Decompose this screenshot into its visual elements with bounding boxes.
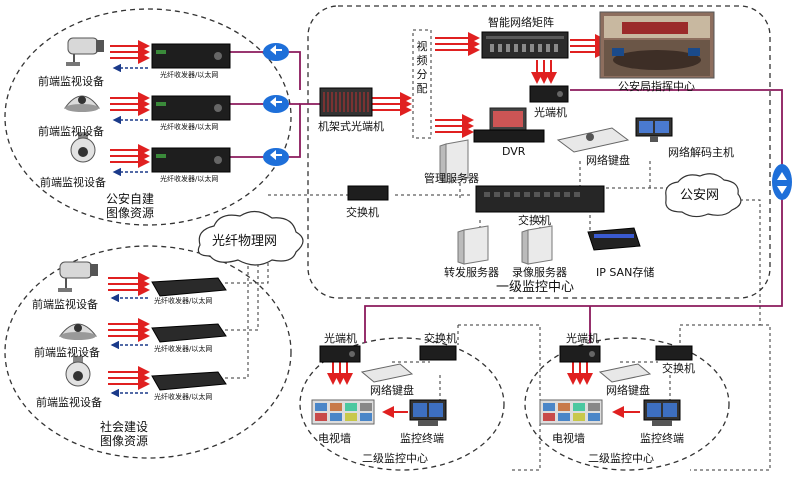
tv-wall-icon <box>311 399 375 425</box>
optical-terminal-icon <box>559 345 601 363</box>
management-server-icon <box>439 139 469 183</box>
level1-signal-arrows <box>372 32 607 138</box>
ptz-camera-icon <box>70 132 96 163</box>
ip-san-storage-icon <box>587 227 641 251</box>
front-device-label: 前端监视设备 <box>34 346 100 359</box>
fiber-transceiver-icon <box>151 147 231 173</box>
network-exchange-icon <box>263 43 289 61</box>
level2-center-title: 二级监控中心 <box>588 452 654 465</box>
record-server-icon <box>521 225 553 265</box>
network-keyboard-icon <box>360 363 414 383</box>
front-device-label: 前端监视设备 <box>38 125 104 138</box>
police-resource-title: 公安自建 <box>106 192 155 206</box>
police-resource-title: 图像资源 <box>106 206 155 220</box>
camera-icon <box>58 261 98 292</box>
command-center-label: 公安局指挥中心 <box>618 80 695 93</box>
dome-camera-icon <box>58 323 98 340</box>
network-exchange-icon <box>772 164 792 200</box>
monitor-terminal-icon <box>409 399 447 426</box>
command-center-photo <box>599 11 715 79</box>
social-resource-title: 图像资源 <box>100 434 149 448</box>
mgmt-server-label: 管理服务器 <box>424 172 479 185</box>
level1-center-title: 一级监控中心 <box>496 280 575 295</box>
tv-wall-icon <box>539 399 603 425</box>
video-distribution-label: 视频分配 <box>416 40 428 95</box>
dvr-label: DVR <box>502 145 526 158</box>
social-signal-arrows <box>108 272 150 398</box>
police-net-label: 公安网 <box>680 188 720 203</box>
rack-optical-label: 机架式光端机 <box>318 120 384 133</box>
tv-wall-label: 电视墙 <box>318 432 351 445</box>
ip-san-label: IP SAN存储 <box>596 266 655 279</box>
fiber-transceiver-icon <box>151 371 227 391</box>
matrix-label: 智能网络矩阵 <box>488 16 554 29</box>
transceiver-label: 光纤收发器/以太网 <box>160 175 219 183</box>
monitor-terminal-label: 监控终端 <box>640 432 684 445</box>
fiber-transceiver-icon <box>151 43 231 69</box>
monitor-terminal-icon <box>643 399 681 426</box>
forward-server-label: 转发服务器 <box>444 266 499 279</box>
main-switch-icon <box>475 185 605 213</box>
level2-signal-arrows <box>327 362 640 418</box>
switch-icon <box>419 345 457 361</box>
transceiver-label: 光纤收发器/以太网 <box>160 123 219 131</box>
switch-icon <box>655 345 693 361</box>
network-keyboard-icon <box>556 127 630 153</box>
front-device-label: 前端监视设备 <box>40 176 106 189</box>
video-distribution-box <box>412 29 432 139</box>
optical-terminal-label: 光端机 <box>324 332 357 345</box>
network-exchange-icon <box>263 95 289 113</box>
optical-terminal-icon <box>319 345 361 363</box>
net-keyboard-label: 网络键盘 <box>606 384 650 397</box>
camera-icon <box>66 37 104 66</box>
dvr-icon <box>473 107 545 143</box>
fiber-transceiver-icon <box>151 95 231 121</box>
net-keyboard-label: 网络键盘 <box>370 384 414 397</box>
optical-terminal-icon <box>529 85 569 103</box>
police-resource-region <box>4 8 292 226</box>
optical-terminal-label: 光端机 <box>566 332 599 345</box>
network-exchange-icon <box>263 148 289 166</box>
switch-label: 交换机 <box>662 362 695 375</box>
fiber-transceiver-icon <box>151 323 227 343</box>
switch-icon <box>347 185 389 201</box>
tv-wall-label: 电视墙 <box>552 432 585 445</box>
transceiver-label: 光纤收发器/以太网 <box>160 71 219 79</box>
police-net-cloud-icon <box>665 173 742 218</box>
net-decoder-label: 网络解码主机 <box>668 146 734 159</box>
record-server-label: 录像服务器 <box>512 266 567 279</box>
forward-server-icon <box>457 225 489 265</box>
transceiver-label: 光纤收发器/以太网 <box>154 345 213 353</box>
level2-center-region-right <box>524 337 730 471</box>
social-resource-title: 社会建设 <box>100 420 149 434</box>
fiber-network-label: 光纤物理网 <box>212 234 278 249</box>
matrix-icon <box>481 31 569 59</box>
ptz-camera-icon <box>65 356 91 387</box>
switch-label: 交换机 <box>424 332 457 345</box>
level2-center-title: 二级监控中心 <box>362 452 428 465</box>
switch-label: 交换机 <box>346 206 379 219</box>
net-keyboard-label: 网络键盘 <box>586 154 630 167</box>
rack-optical-terminal-icon <box>319 87 373 117</box>
front-device-label: 前端监视设备 <box>32 298 98 311</box>
transceiver-label: 光纤收发器/以太网 <box>154 393 213 401</box>
monitor-terminal-label: 监控终端 <box>400 432 444 445</box>
main-switch-label: 交换机 <box>518 214 551 227</box>
network-keyboard-icon <box>598 363 652 383</box>
optical-terminal-label: 光端机 <box>534 106 567 119</box>
level1-center-region <box>307 5 771 299</box>
front-device-label: 前端监视设备 <box>36 396 102 409</box>
fiber-network-cloud-icon <box>197 210 304 266</box>
social-resource-region <box>4 245 292 459</box>
network-decoder-icon <box>635 117 673 142</box>
dome-camera-icon <box>64 95 100 112</box>
fiber-transceiver-icon <box>151 277 227 297</box>
level2-center-region-left <box>299 337 505 471</box>
police-signal-arrows <box>110 40 150 177</box>
front-device-label: 前端监视设备 <box>38 75 104 88</box>
transceiver-label: 光纤收发器/以太网 <box>154 297 213 305</box>
